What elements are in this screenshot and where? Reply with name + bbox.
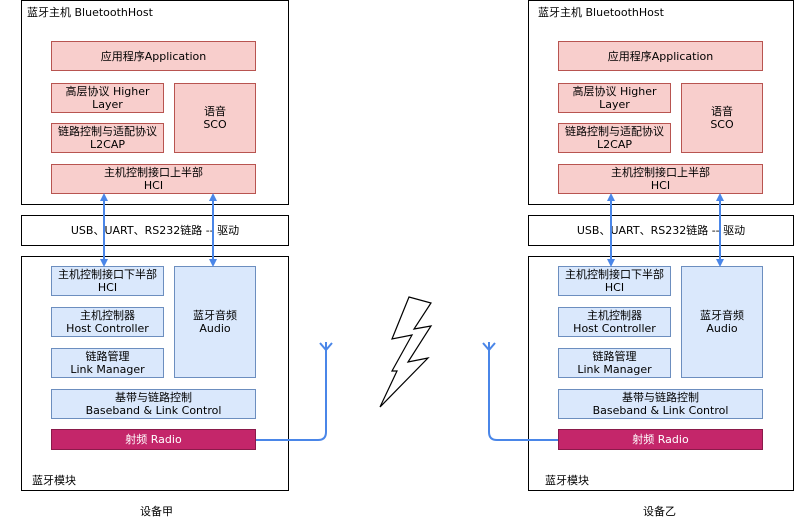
- link-manager-label-2: Link Manager: [70, 363, 145, 376]
- hci-upper-label-2: HCI: [650, 179, 671, 192]
- radio-antenna-link: [488, 350, 558, 441]
- baseband-label-2: Baseband & Link Control: [85, 404, 222, 417]
- baseband-label-1: 基带与链路控制: [115, 391, 192, 404]
- l2cap-layer: 链路控制与适配协议 L2CAP: [558, 123, 671, 153]
- application-label: 应用程序Application: [100, 49, 207, 63]
- l2cap-layer: 链路控制与适配协议 L2CAP: [51, 123, 164, 153]
- transport-label: USB、UART、RS232链路 -- 驱动: [70, 224, 240, 237]
- hci-lower-label-2: HCI: [604, 281, 625, 294]
- transport-layer: USB、UART、RS232链路 -- 驱动: [21, 215, 289, 246]
- application-label: 应用程序Application: [607, 49, 714, 63]
- radio-label: 射频 Radio: [632, 433, 689, 446]
- device-a-caption: 设备甲: [140, 505, 173, 518]
- module-title: 蓝牙模块: [32, 474, 76, 487]
- sco-label-2: SCO: [203, 118, 227, 131]
- baseband-label-1: 基带与链路控制: [622, 391, 699, 404]
- baseband-layer: 基带与链路控制 Baseband & Link Control: [558, 389, 763, 419]
- higher-layer-label-2: Layer: [92, 98, 123, 111]
- link-manager-label-2: Link Manager: [577, 363, 652, 376]
- sco-label-2: SCO: [710, 118, 734, 131]
- radio-layer: 射频 Radio: [558, 429, 763, 450]
- l2cap-label-2: L2CAP: [597, 138, 632, 151]
- application-layer: 应用程序Application: [558, 41, 763, 71]
- radio-label: 射频 Radio: [125, 433, 182, 446]
- audio-label-1: 蓝牙音频: [193, 309, 237, 322]
- baseband-label-2: Baseband & Link Control: [592, 404, 729, 417]
- sco-layer: 语音 SCO: [174, 83, 256, 153]
- link-manager: 链路管理 Link Manager: [558, 348, 671, 378]
- transport-layer: USB、UART、RS232链路 -- 驱动: [528, 215, 794, 246]
- sco-label-1: 语音: [711, 105, 733, 118]
- controller-label-1: 主机控制器: [80, 309, 135, 322]
- antenna-icon: [482, 342, 496, 351]
- audio-label-2: Audio: [706, 322, 738, 335]
- controller-label-1: 主机控制器: [587, 309, 642, 322]
- device-b-caption: 设备乙: [643, 505, 676, 518]
- radio-layer: 射频 Radio: [51, 429, 256, 450]
- hci-lower-layer: 主机控制接口下半部 HCI: [51, 266, 164, 296]
- link-manager-label-1: 链路管理: [85, 350, 130, 363]
- host-controller: 主机控制器 Host Controller: [558, 307, 671, 337]
- hci-lower-label-1: 主机控制接口下半部: [565, 268, 664, 281]
- sco-layer: 语音 SCO: [681, 83, 763, 153]
- audio-block: 蓝牙音频 Audio: [174, 266, 256, 378]
- higher-layer-label-1: 高层协议 Higher: [65, 85, 150, 98]
- link-manager: 链路管理 Link Manager: [51, 348, 164, 378]
- hci-lower-label-2: HCI: [97, 281, 118, 294]
- radio-antenna-link: [256, 350, 327, 441]
- module-title: 蓝牙模块: [545, 474, 589, 487]
- hci-upper-label-2: HCI: [143, 179, 164, 192]
- l2cap-label-2: L2CAP: [90, 138, 125, 151]
- audio-block: 蓝牙音频 Audio: [681, 266, 763, 378]
- l2cap-label-1: 链路控制与适配协议: [565, 125, 664, 138]
- controller-label-2: Host Controller: [66, 322, 149, 335]
- audio-label-1: 蓝牙音频: [700, 309, 744, 322]
- application-layer: 应用程序Application: [51, 41, 256, 71]
- antenna-icon: [319, 342, 333, 351]
- hci-upper-label-1: 主机控制接口上半部: [611, 166, 710, 179]
- hci-upper-layer: 主机控制接口上半部 HCI: [558, 164, 763, 194]
- host-title: 蓝牙主机 BluetoothHost: [27, 6, 153, 19]
- host-controller: 主机控制器 Host Controller: [51, 307, 164, 337]
- baseband-layer: 基带与链路控制 Baseband & Link Control: [51, 389, 256, 419]
- sco-label-1: 语音: [204, 105, 226, 118]
- lightning-bolt-icon: [379, 296, 433, 408]
- higher-layer: 高层协议 Higher Layer: [51, 83, 164, 113]
- transport-label: USB、UART、RS232链路 -- 驱动: [576, 224, 746, 237]
- audio-label-2: Audio: [199, 322, 231, 335]
- l2cap-label-1: 链路控制与适配协议: [58, 125, 157, 138]
- higher-layer-label-2: Layer: [599, 98, 630, 111]
- hci-upper-layer: 主机控制接口上半部 HCI: [51, 164, 256, 194]
- higher-layer: 高层协议 Higher Layer: [558, 83, 671, 113]
- higher-layer-label-1: 高层协议 Higher: [572, 85, 657, 98]
- controller-label-2: Host Controller: [573, 322, 656, 335]
- hci-upper-label-1: 主机控制接口上半部: [104, 166, 203, 179]
- host-title: 蓝牙主机 BluetoothHost: [538, 6, 664, 19]
- hci-lower-layer: 主机控制接口下半部 HCI: [558, 266, 671, 296]
- link-manager-label-1: 链路管理: [592, 350, 637, 363]
- hci-lower-label-1: 主机控制接口下半部: [58, 268, 157, 281]
